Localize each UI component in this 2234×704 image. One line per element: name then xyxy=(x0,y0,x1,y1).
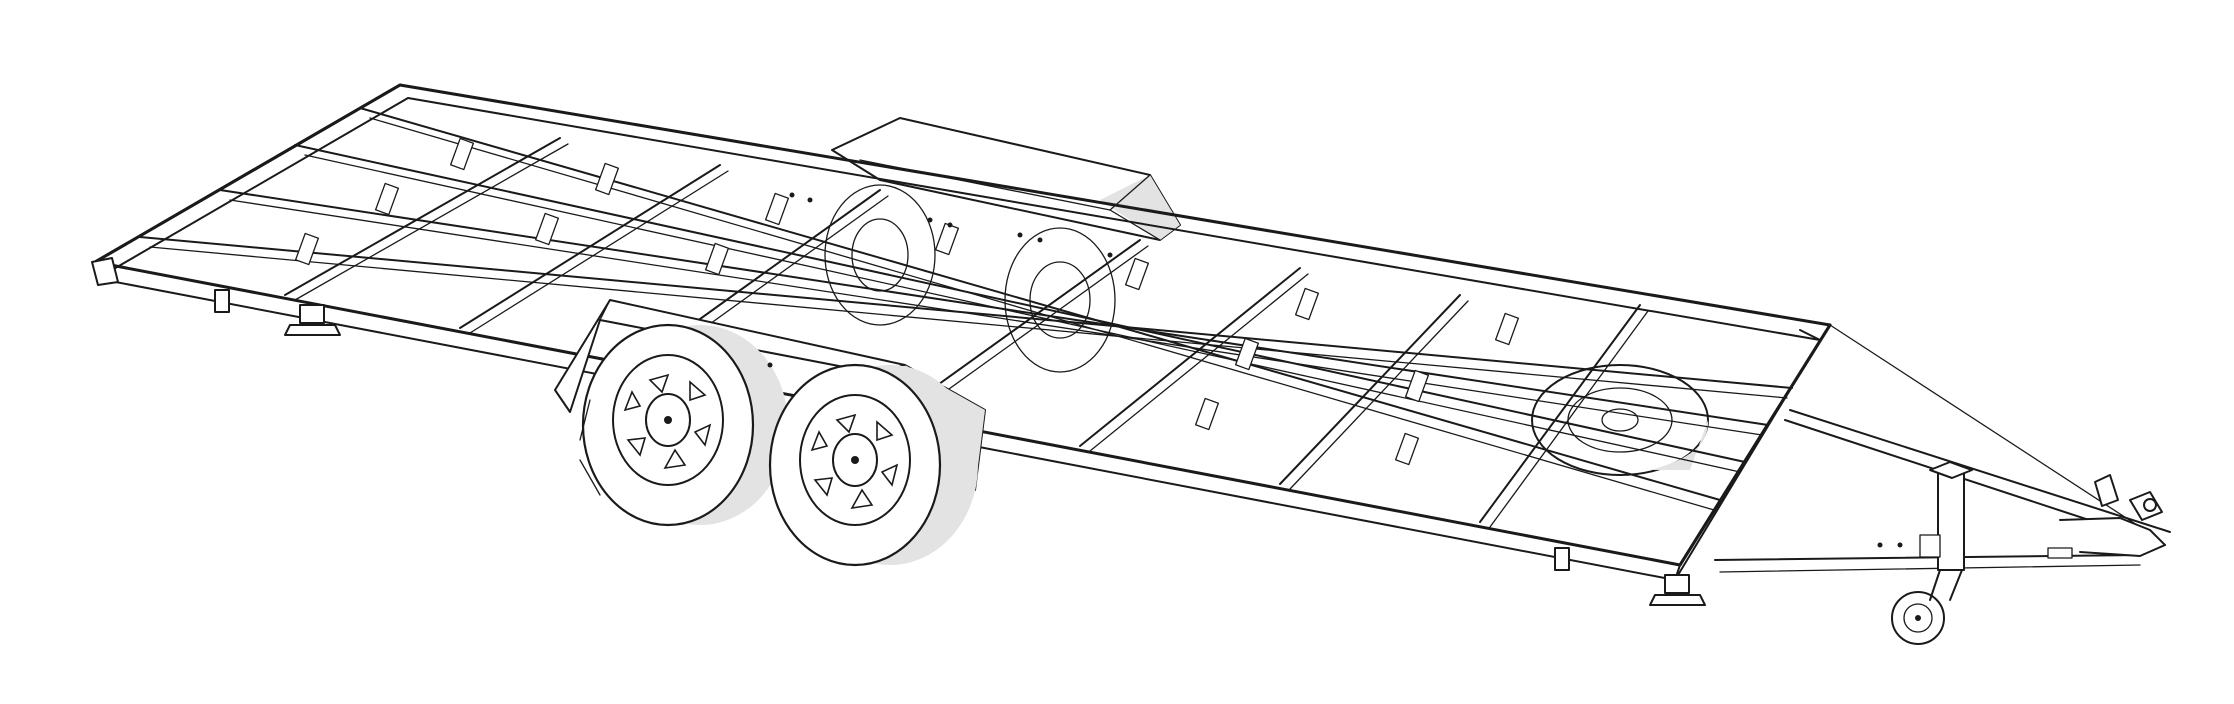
drawbar xyxy=(1714,324,2171,573)
rear-stabiliser-legs xyxy=(91,257,1706,606)
bracket-plates xyxy=(294,137,1520,466)
rear-near-wheel xyxy=(768,363,978,567)
bolt-holes xyxy=(767,192,1903,548)
bearer-4 xyxy=(359,107,1721,501)
front-near-wheel xyxy=(579,323,788,527)
far-side-rail xyxy=(93,83,1832,327)
bearer-3 xyxy=(294,144,1746,463)
far-side-wheels xyxy=(824,184,1116,373)
jockey-wheel xyxy=(1891,461,1973,645)
